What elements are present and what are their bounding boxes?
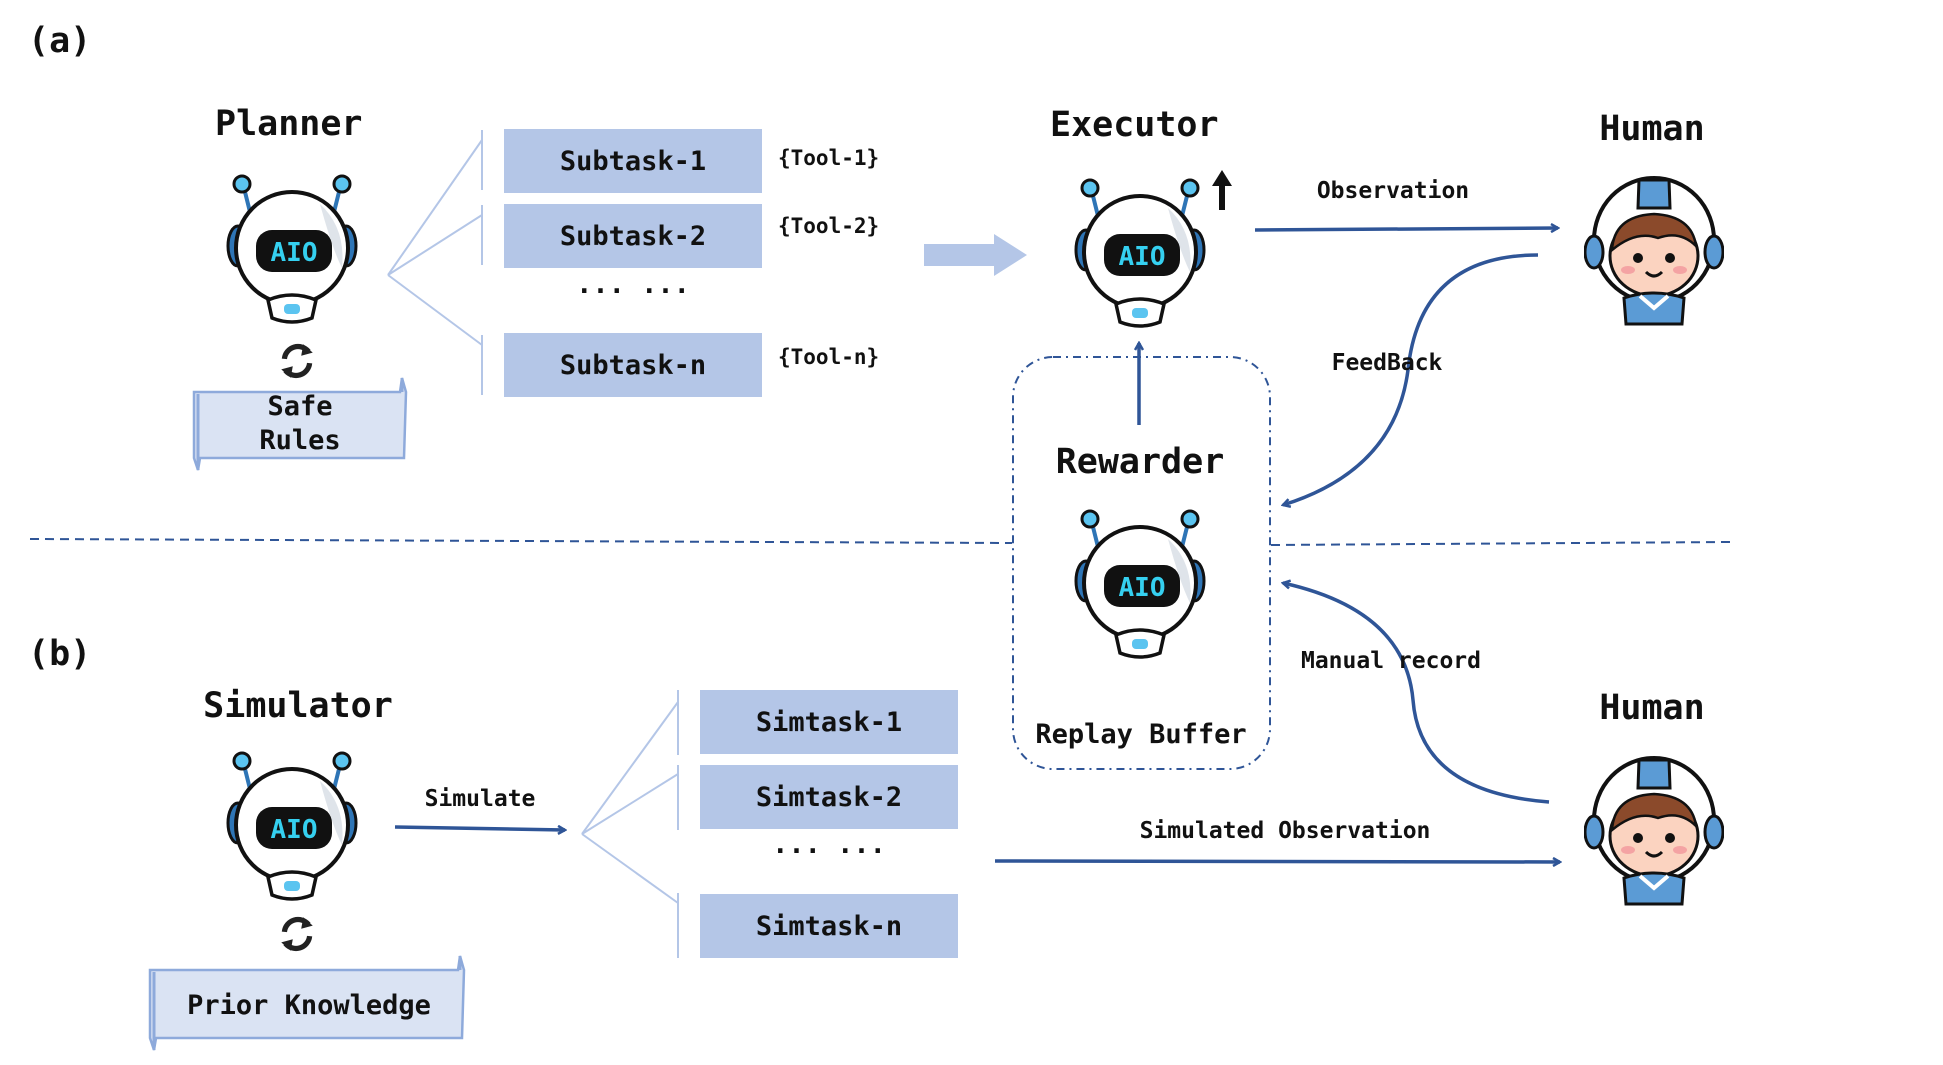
subtask-box-2 <box>504 204 762 268</box>
simtask-ellipsis: ··· ··· <box>772 836 886 867</box>
tool-label-1: {Tool-1} <box>778 146 879 170</box>
simtask-box-2 <box>700 765 958 829</box>
feedback-arrow <box>1283 253 1539 505</box>
simulator-refresh-icon <box>281 917 313 951</box>
replay-buffer-label: Replay Buffer <box>1035 719 1246 750</box>
subtask-label-2: Subtask-2 <box>560 221 706 252</box>
human-title-b: Human <box>1599 688 1704 728</box>
safe-rules-line2: Rules <box>259 425 340 456</box>
human-title-a: Human <box>1599 109 1704 149</box>
panel-b-tag: (b) <box>28 634 91 674</box>
simtask-label-2: Simtask-2 <box>756 782 902 813</box>
planner-title: Planner <box>215 104 363 144</box>
executor-robot-icon <box>1074 178 1206 328</box>
simtask-label-n: Simtask-n <box>756 911 902 942</box>
rewarder-robot-icon <box>1074 509 1206 659</box>
planner-refresh-icon <box>281 344 313 378</box>
section-divider-left <box>29 538 1013 544</box>
planner-robot-icon <box>226 174 358 324</box>
human-icon-b <box>1584 756 1724 906</box>
subtask-label-1: Subtask-1 <box>560 146 706 177</box>
subtask-box-1 <box>504 129 762 193</box>
simtask-box-n <box>700 894 958 958</box>
up-arrow-icon <box>1212 170 1232 210</box>
manual-record-label: Manual record <box>1301 648 1481 674</box>
manual-record-arrow <box>1283 583 1550 804</box>
observation-label: Observation <box>1317 178 1469 204</box>
safe-rules-line1: Safe <box>267 391 332 422</box>
simulator-fan-lines <box>581 690 679 958</box>
simulator-title: Simulator <box>203 686 393 726</box>
subtask-box-n <box>504 333 762 397</box>
feedback-label: FeedBack <box>1332 350 1443 376</box>
executor-title: Executor <box>1050 105 1219 145</box>
simulated-observation-arrow <box>994 861 1560 862</box>
prior-knowledge-scroll-icon <box>148 955 466 1051</box>
prior-knowledge-label: Prior Knowledge <box>187 990 431 1021</box>
subtasks-to-executor-arrow <box>924 234 1027 276</box>
rewarder-title: Rewarder <box>1056 442 1225 482</box>
safe-rules-scroll-icon <box>192 377 408 471</box>
simtask-label-1: Simtask-1 <box>756 707 902 738</box>
simtask-box-1 <box>700 690 958 754</box>
human-icon-a <box>1584 176 1724 326</box>
observation-arrow <box>1254 228 1558 230</box>
panel-a-tag: (a) <box>28 21 91 61</box>
tool-label-2: {Tool-2} <box>778 214 879 238</box>
replay-buffer-frame <box>1012 356 1271 770</box>
simulator-robot-icon <box>226 751 358 901</box>
subtask-label-n: Subtask-n <box>560 350 706 381</box>
tool-label-n: {Tool-n} <box>778 345 879 369</box>
planner-fan-lines <box>387 130 483 395</box>
simulate-label: Simulate <box>425 786 536 812</box>
simulated-observation-label: Simulated Observation <box>1140 818 1431 844</box>
subtask-ellipsis: ··· ··· <box>576 276 690 307</box>
simulate-arrow <box>394 827 565 830</box>
section-divider-right <box>1270 541 1731 546</box>
